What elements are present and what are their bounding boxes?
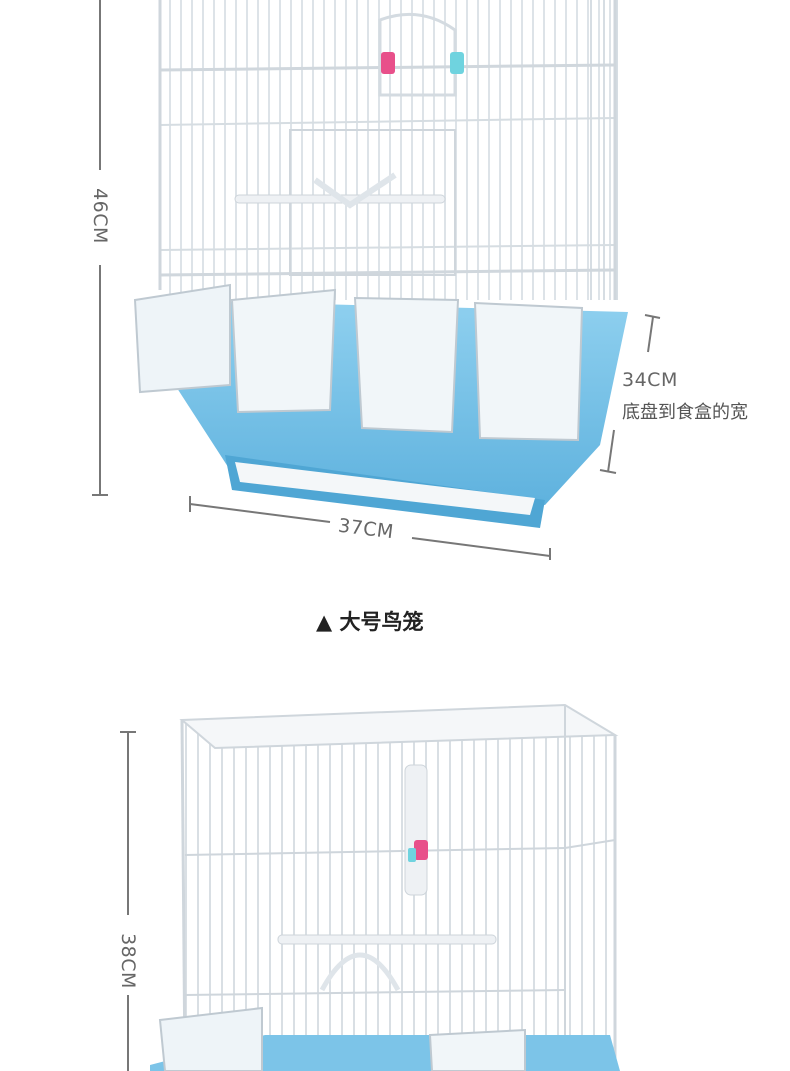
feeder-cups: [133, 283, 584, 442]
small-cage-illustration: [120, 703, 620, 1071]
tray-feeder-dimension-line: [599, 314, 661, 474]
small-cage-perch: [277, 934, 497, 992]
tray-feeder-note: 底盘到食盒的宽: [622, 402, 748, 423]
tray-feeder-label-34cm: 34CM: [622, 369, 678, 391]
small-height-dimension-line: [120, 731, 136, 1071]
small-height-label-38cm: 38CM: [117, 933, 139, 989]
height-label-46cm: 46CM: [89, 188, 111, 244]
cage-wire-body: [158, 0, 620, 300]
height-dimension-line: [92, 0, 108, 496]
swing-toy: [378, 12, 464, 97]
small-cage-wire-body: [179, 703, 619, 1071]
triangle-marker-icon: ▲: [316, 610, 333, 634]
caption-text: 大号鸟笼: [339, 610, 424, 634]
large-cage-caption: ▲ 大号鸟笼: [316, 606, 423, 636]
width-dimension-line: [189, 496, 551, 560]
small-cage-tray: [150, 1006, 620, 1071]
perch: [234, 172, 446, 209]
large-cage-illustration: [92, 0, 661, 560]
small-cage-swing: [404, 764, 428, 896]
